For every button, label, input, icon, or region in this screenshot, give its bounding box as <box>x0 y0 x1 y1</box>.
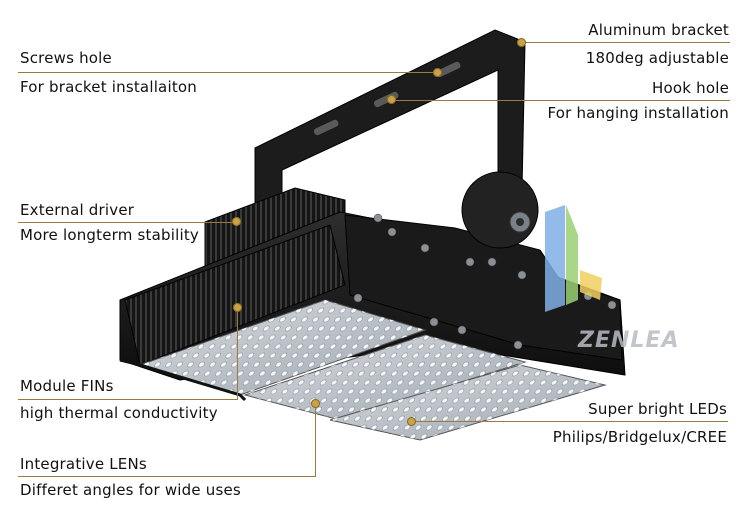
callout-hook-title: Hook hole <box>652 79 729 97</box>
callout-driver-title: External driver <box>20 201 135 219</box>
leader-line <box>18 222 236 223</box>
callout-fins-desc: high thermal conductivity <box>20 404 218 422</box>
leader-line <box>395 100 730 101</box>
callout-leds-desc: Philips/Bridgelux/CREE <box>552 428 727 446</box>
brand-logo-mark <box>545 205 602 312</box>
leader-line <box>18 72 438 73</box>
leader-line <box>525 42 730 43</box>
callout-leds-title: Super bright LEDs <box>588 400 727 418</box>
callout-bracket-desc: 180deg adjustable <box>585 49 729 67</box>
brand-watermark: ZENLEA <box>578 328 680 353</box>
callout-driver-desc: More longterm stability <box>20 226 199 244</box>
callout-marker-dot <box>433 68 442 77</box>
callout-marker-dot <box>517 38 526 47</box>
leader-line <box>315 404 316 476</box>
callout-hook-desc: For hanging installation <box>547 104 729 122</box>
leader-line <box>18 399 238 400</box>
callout-screws-title: Screws hole <box>20 49 112 67</box>
callout-marker-dot <box>407 417 416 426</box>
callout-marker-dot <box>233 303 242 312</box>
leader-line <box>412 421 728 422</box>
callout-marker-dot <box>232 217 241 226</box>
callout-bracket-title: Aluminum bracket <box>588 21 729 39</box>
callout-lens-title: Integrative LENs <box>20 455 147 473</box>
leader-line <box>18 476 316 477</box>
leader-line <box>237 308 238 399</box>
callout-marker-dot <box>311 399 320 408</box>
callout-lens-desc: Differet angles for wide uses <box>20 481 241 499</box>
callout-marker-dot <box>387 95 396 104</box>
callout-screws-desc: For bracket installaiton <box>20 78 197 96</box>
callout-fins-title: Module FINs <box>20 377 114 395</box>
